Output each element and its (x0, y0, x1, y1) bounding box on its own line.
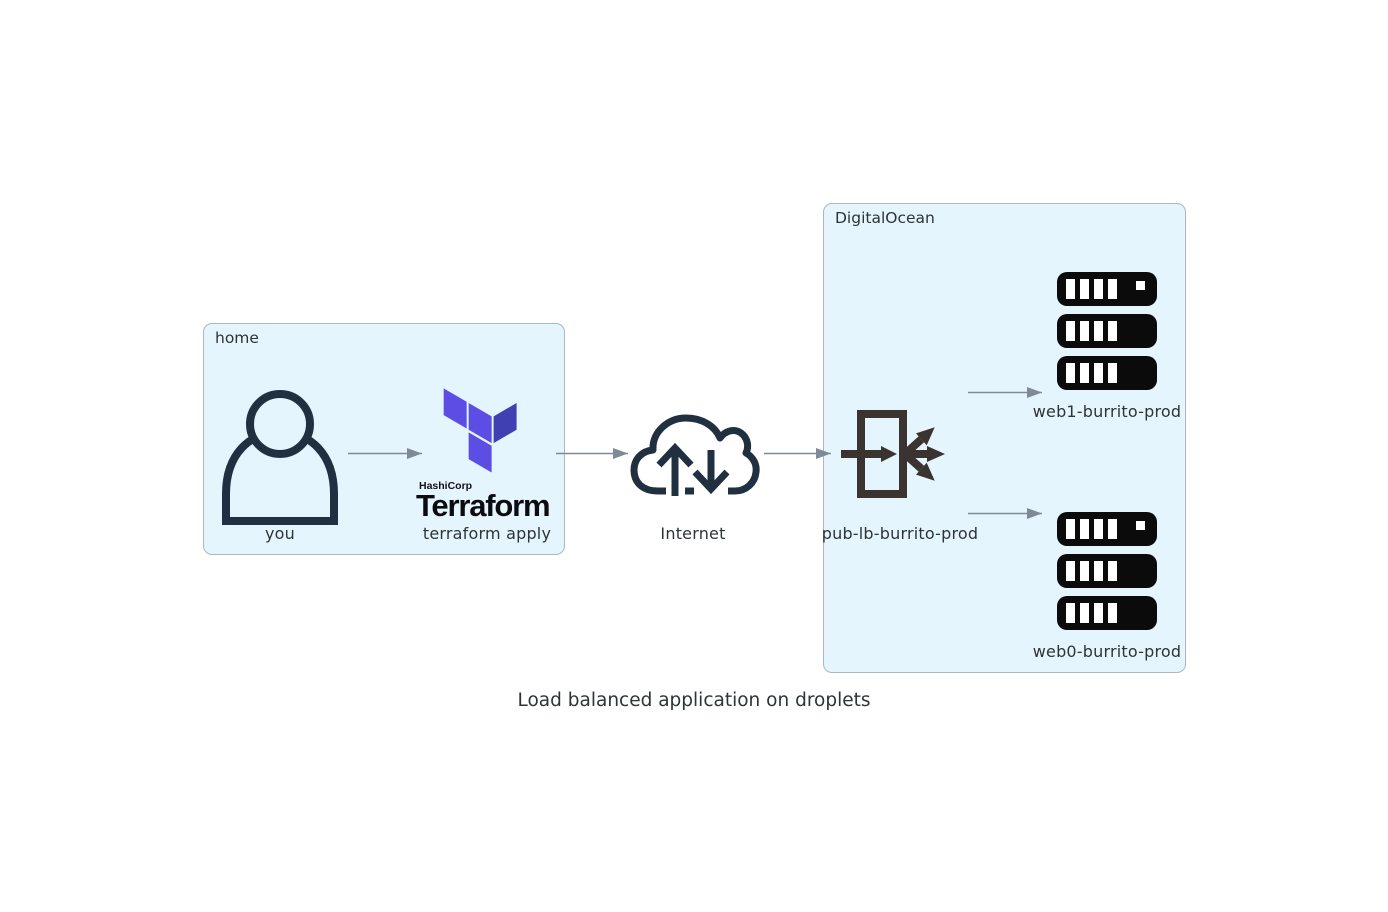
node-web1-label: web1-burrito-prod (1032, 402, 1182, 421)
terraform-logo-icon (443, 388, 517, 473)
terraform-wordmark: Terraform (416, 488, 551, 523)
cluster-home-label: home (215, 329, 259, 347)
hashicorp-wordmark: HashiCorp (419, 480, 473, 492)
node-you-label: you (265, 524, 295, 543)
node-terraform-label: terraform apply (422, 524, 552, 543)
node-web0-label: web0-burrito-prod (1032, 642, 1182, 661)
diagram-title: Load balanced application on droplets (517, 690, 871, 711)
cluster-digitalocean-label: DigitalOcean (835, 209, 935, 227)
person-icon (222, 390, 338, 525)
server-stack-icon (1057, 272, 1157, 390)
node-internet-label: Internet (660, 524, 726, 543)
node-load-balancer-label: pub-lb-burrito-prod (821, 524, 979, 543)
cloud-arrows-icon (630, 414, 760, 496)
server-stack-icon (1057, 512, 1157, 630)
load-balancer-icon (841, 410, 945, 498)
